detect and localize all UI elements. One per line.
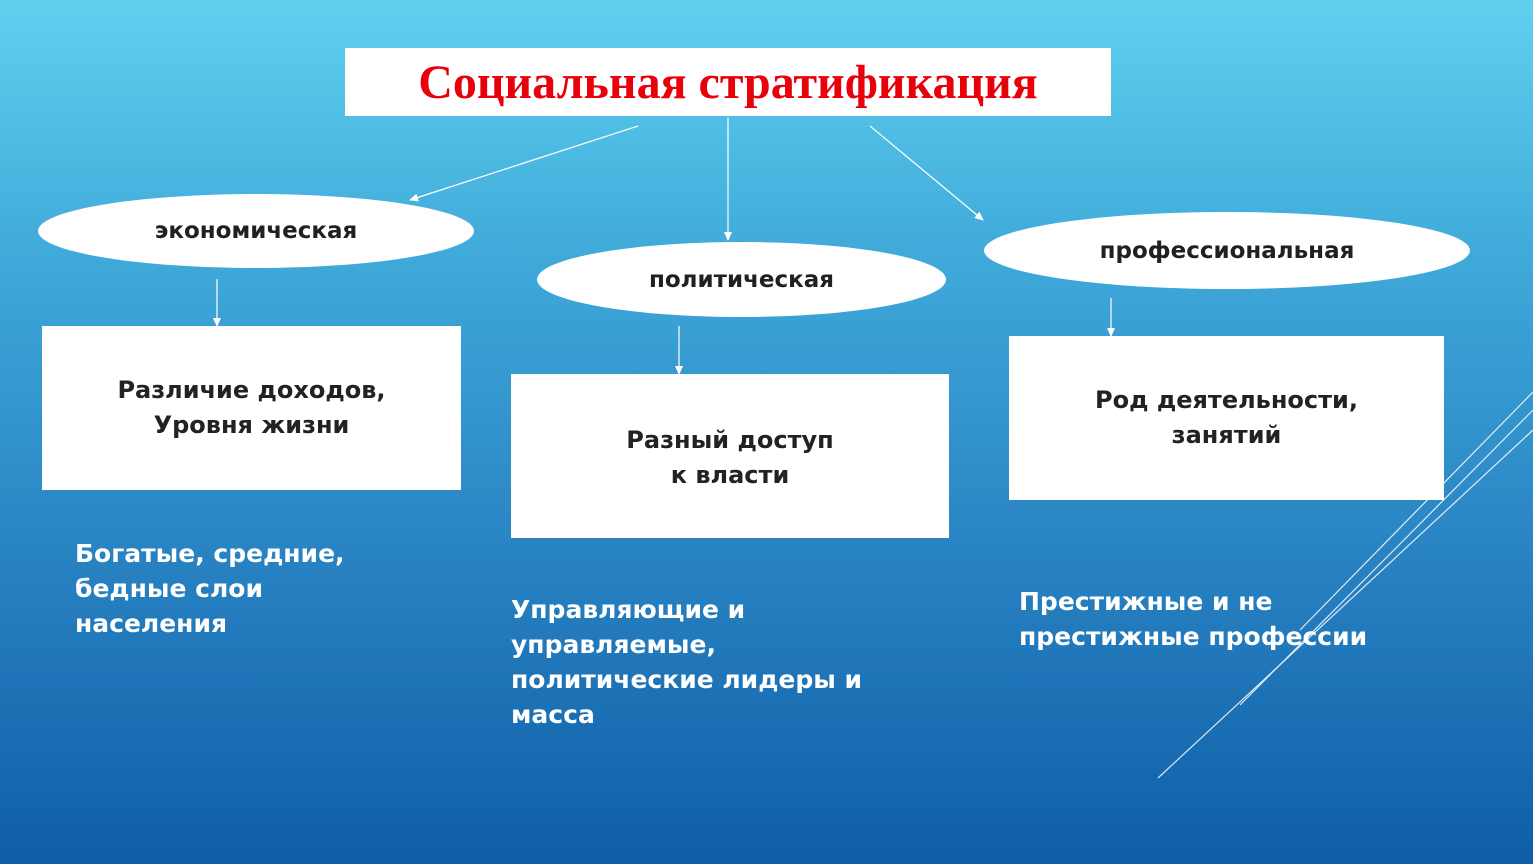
criterion-box-professional: Род деятельности, занятий [1009, 336, 1444, 500]
criterion-text-political: Разный доступ к власти [626, 426, 834, 489]
category-political: политическая [537, 242, 946, 317]
category-economic: экономическая [38, 194, 474, 268]
criterion-box-economic: Различие доходов, Уровня жизни [42, 326, 461, 490]
arrow-title-to-economic [409, 125, 639, 202]
example-professional: Престижные и не престижные профессии [1019, 587, 1368, 651]
diagram-title: Социальная стратификация [418, 55, 1038, 109]
example-political: Управляющие и управляемые, политические … [511, 595, 863, 729]
title-box: Социальная стратификация [345, 48, 1111, 116]
criterion-text-professional: Род деятельности, занятий [1095, 386, 1358, 449]
decorative-diagonal-lines [1157, 391, 1533, 779]
criterion-box-political: Разный доступ к власти [511, 374, 949, 538]
criterion-text-economic: Различие доходов, Уровня жизни [117, 376, 386, 439]
example-economic: Богатые, средние, бедные слои населения [75, 539, 345, 638]
arrow-title-to-professional [869, 125, 984, 221]
category-professional: профессиональная [984, 212, 1470, 289]
